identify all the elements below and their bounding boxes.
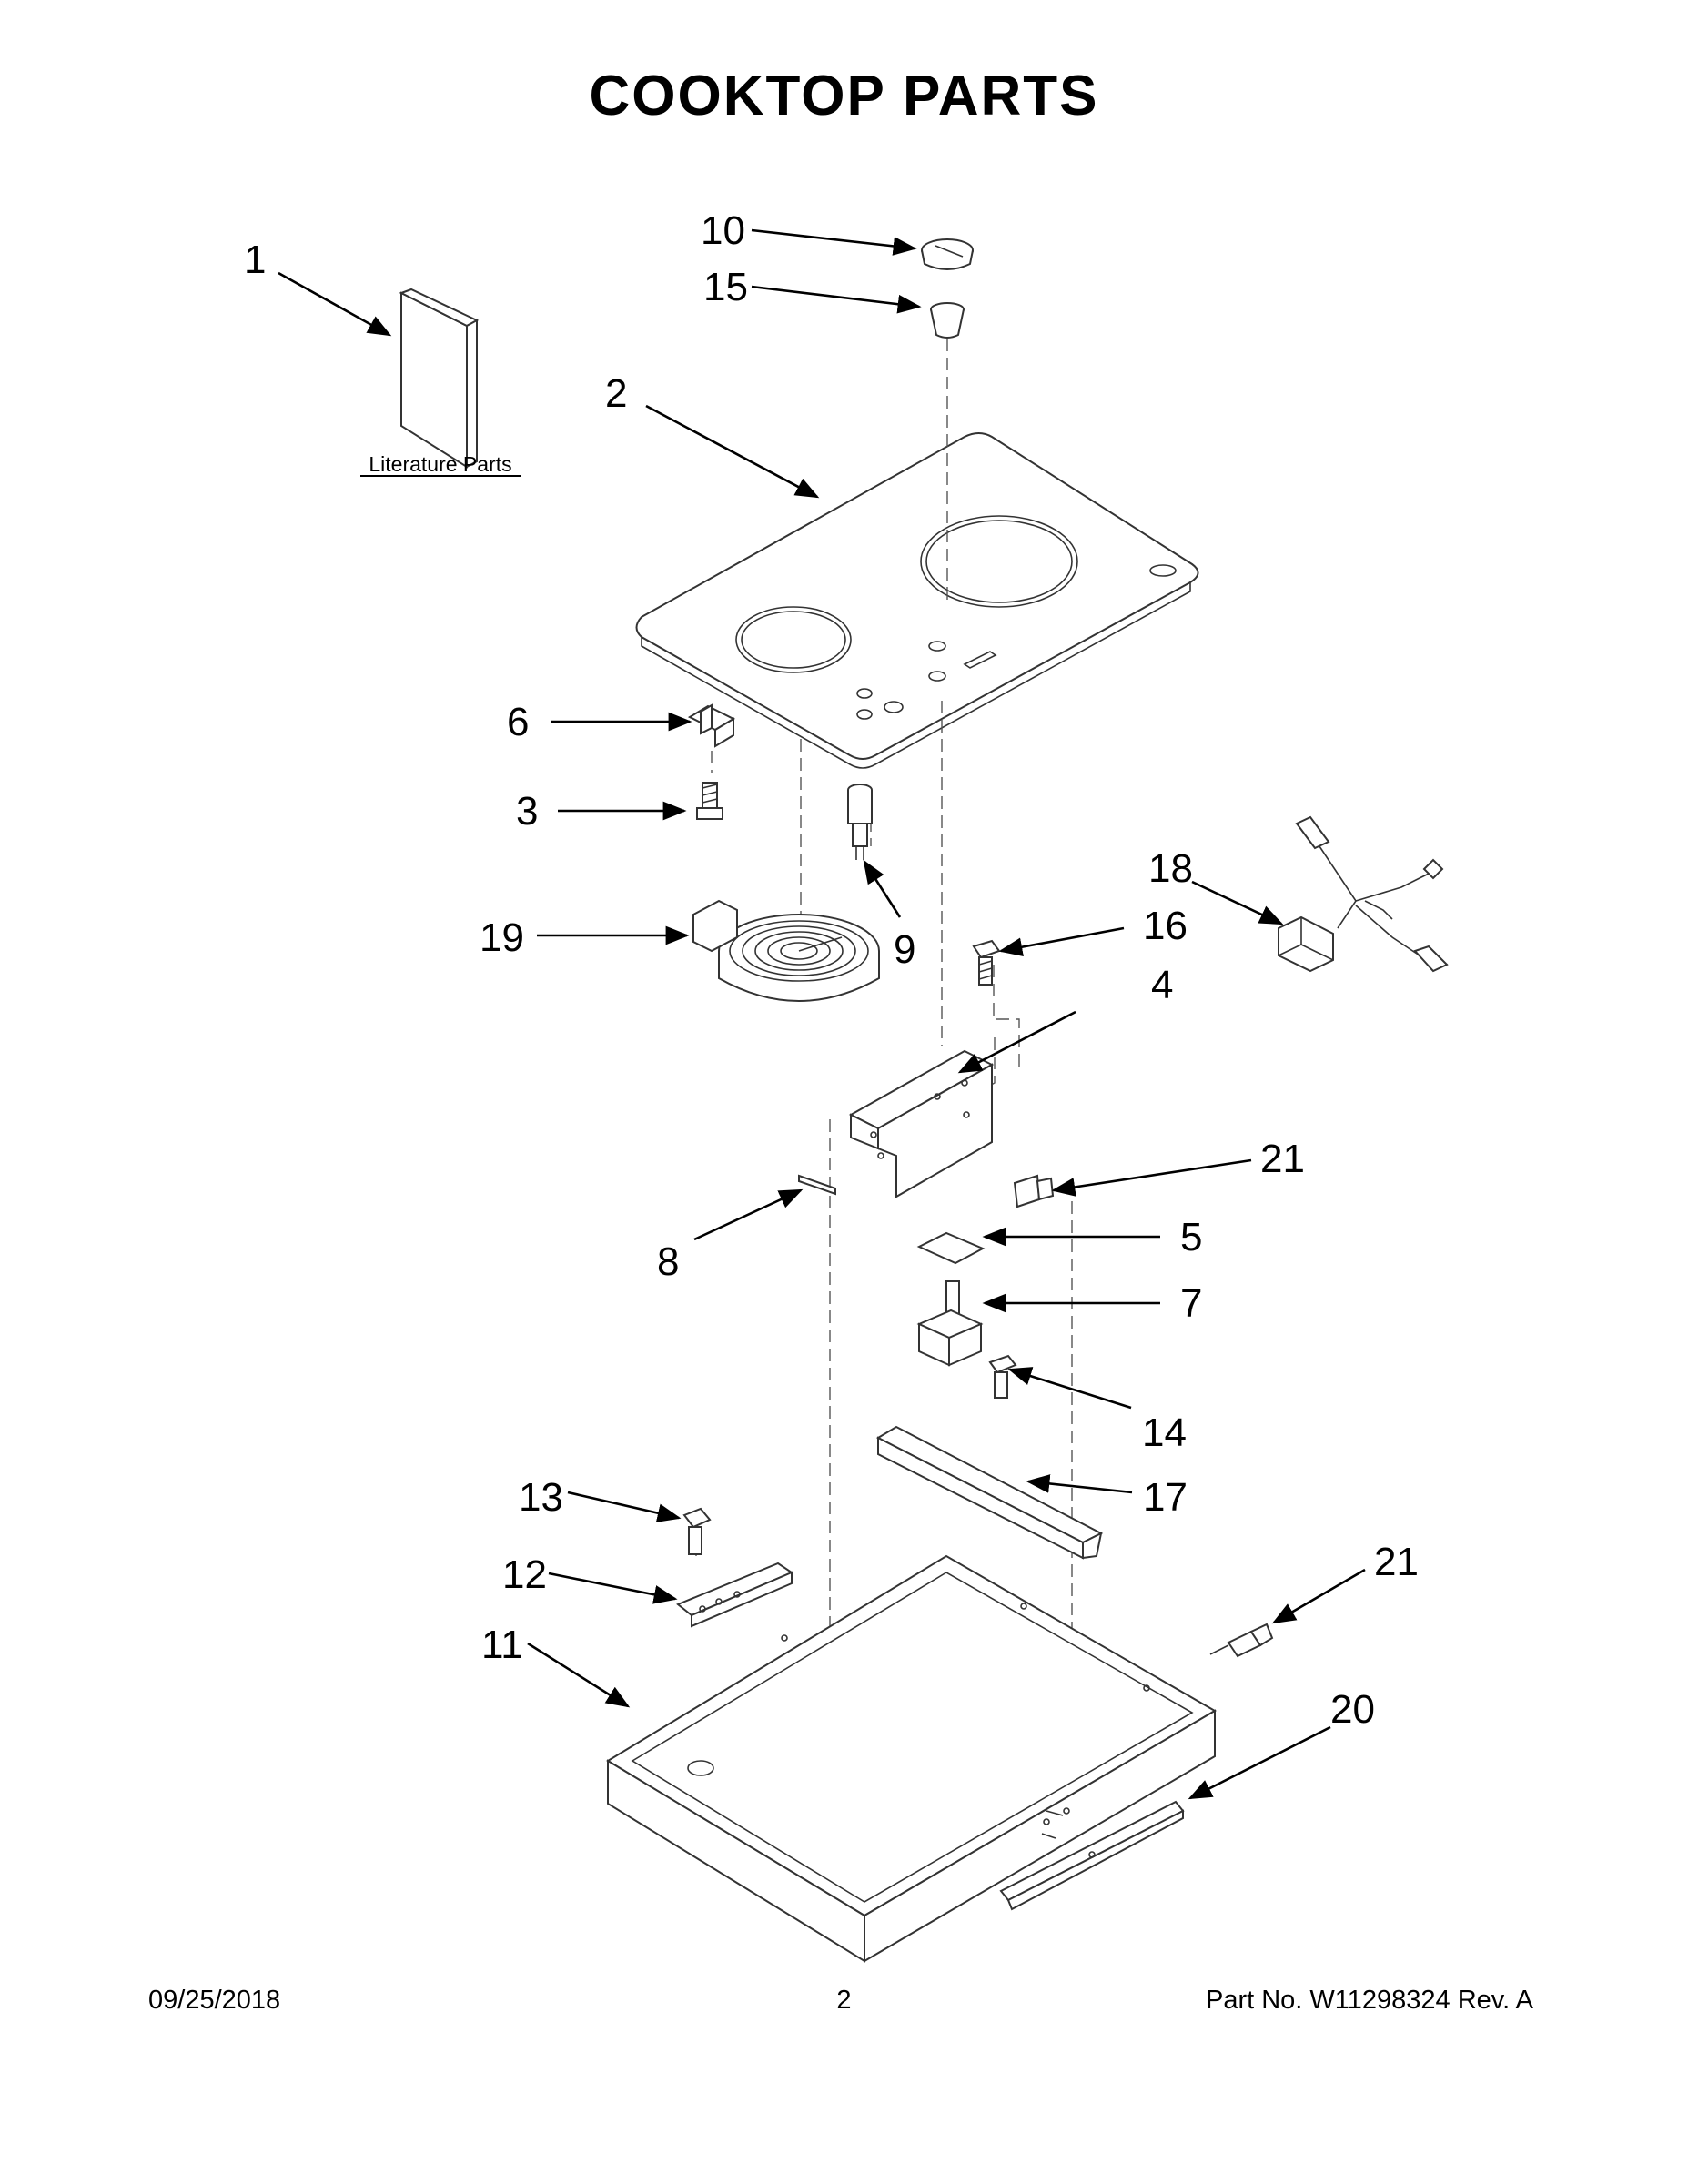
cooktop-glass (635, 432, 1199, 769)
callout-2: 2 (605, 371, 627, 416)
callout-9: 9 (894, 927, 915, 972)
assembly-line (993, 965, 1020, 1069)
leader-line-16 (998, 926, 1125, 956)
rear-mounting-bracket (875, 1425, 1104, 1560)
callout-3: 3 (516, 789, 538, 834)
callout-15: 15 (703, 265, 748, 309)
callout-6: 6 (507, 700, 529, 744)
front-trim-strip (999, 1800, 1185, 1911)
callout-16: 16 (1143, 904, 1188, 948)
callout-5: 5 (1180, 1215, 1202, 1259)
callout-21-upper: 21 (1260, 1137, 1305, 1181)
radiant-surface-element (692, 899, 880, 1002)
callout-8: 8 (657, 1239, 679, 1284)
infinite-switch (916, 1280, 984, 1367)
callout-12: 12 (502, 1552, 547, 1597)
screw-part16 (972, 939, 1001, 986)
gasket-strip (798, 1174, 836, 1196)
callout-21-lower: 21 (1374, 1540, 1419, 1584)
literature-label: Literature Parts (369, 452, 511, 476)
screw-part3 (696, 782, 723, 820)
leader-line-2 (645, 404, 820, 499)
callout-20: 20 (1330, 1687, 1375, 1732)
indicator-lamp (847, 784, 873, 860)
front-mounting-bracket (676, 1562, 794, 1628)
mounting-plate (916, 1231, 986, 1265)
footer-page-number: 2 (836, 1986, 852, 2015)
leader-line-10 (751, 228, 917, 256)
screw-part14 (988, 1354, 1017, 1399)
wire-harness (1278, 815, 1449, 973)
control-bracket (848, 1049, 995, 1198)
leader-line-1 (278, 271, 392, 337)
footer-date: 09/25/2018 (148, 1986, 281, 2015)
screw-part21-lower (1209, 1623, 1274, 1658)
callout-14: 14 (1142, 1410, 1187, 1455)
leader-line-12 (548, 1572, 678, 1604)
screw-part21-upper (1013, 1174, 1055, 1208)
leader-line-17 (1026, 1474, 1133, 1494)
leader-line-8 (693, 1188, 804, 1241)
leader-line-21a (1051, 1158, 1252, 1197)
callout-10: 10 (701, 208, 745, 253)
knob-bezel (930, 302, 965, 339)
mounting-clip (687, 703, 736, 748)
leader-line-15 (751, 285, 922, 314)
callout-19: 19 (480, 915, 524, 960)
cooktop-base-box (606, 1554, 1217, 1963)
leader-line-14 (1007, 1367, 1132, 1410)
leader-line-11 (527, 1642, 631, 1708)
footer-part-number: Part No. W11298324 Rev. A (1205, 1986, 1533, 2015)
literature-booklet (399, 288, 480, 469)
control-knob (921, 238, 974, 270)
leader-line-21b (1271, 1568, 1366, 1624)
leader-line-13 (567, 1491, 682, 1522)
callout-4: 4 (1151, 963, 1173, 1007)
callout-18: 18 (1148, 846, 1193, 891)
callout-1: 1 (244, 238, 266, 282)
leader-line-4 (957, 1010, 1076, 1074)
leader-line-20 (1188, 1725, 1331, 1800)
callout-7: 7 (1180, 1281, 1202, 1326)
leader-line-18 (1191, 880, 1284, 925)
callout-11: 11 (481, 1623, 523, 1667)
callout-13: 13 (519, 1475, 563, 1520)
screw-part13 (682, 1507, 712, 1555)
page-title: COOKTOP PARTS (589, 65, 1099, 127)
leader-line-9 (863, 859, 902, 918)
callout-17: 17 (1143, 1475, 1188, 1520)
